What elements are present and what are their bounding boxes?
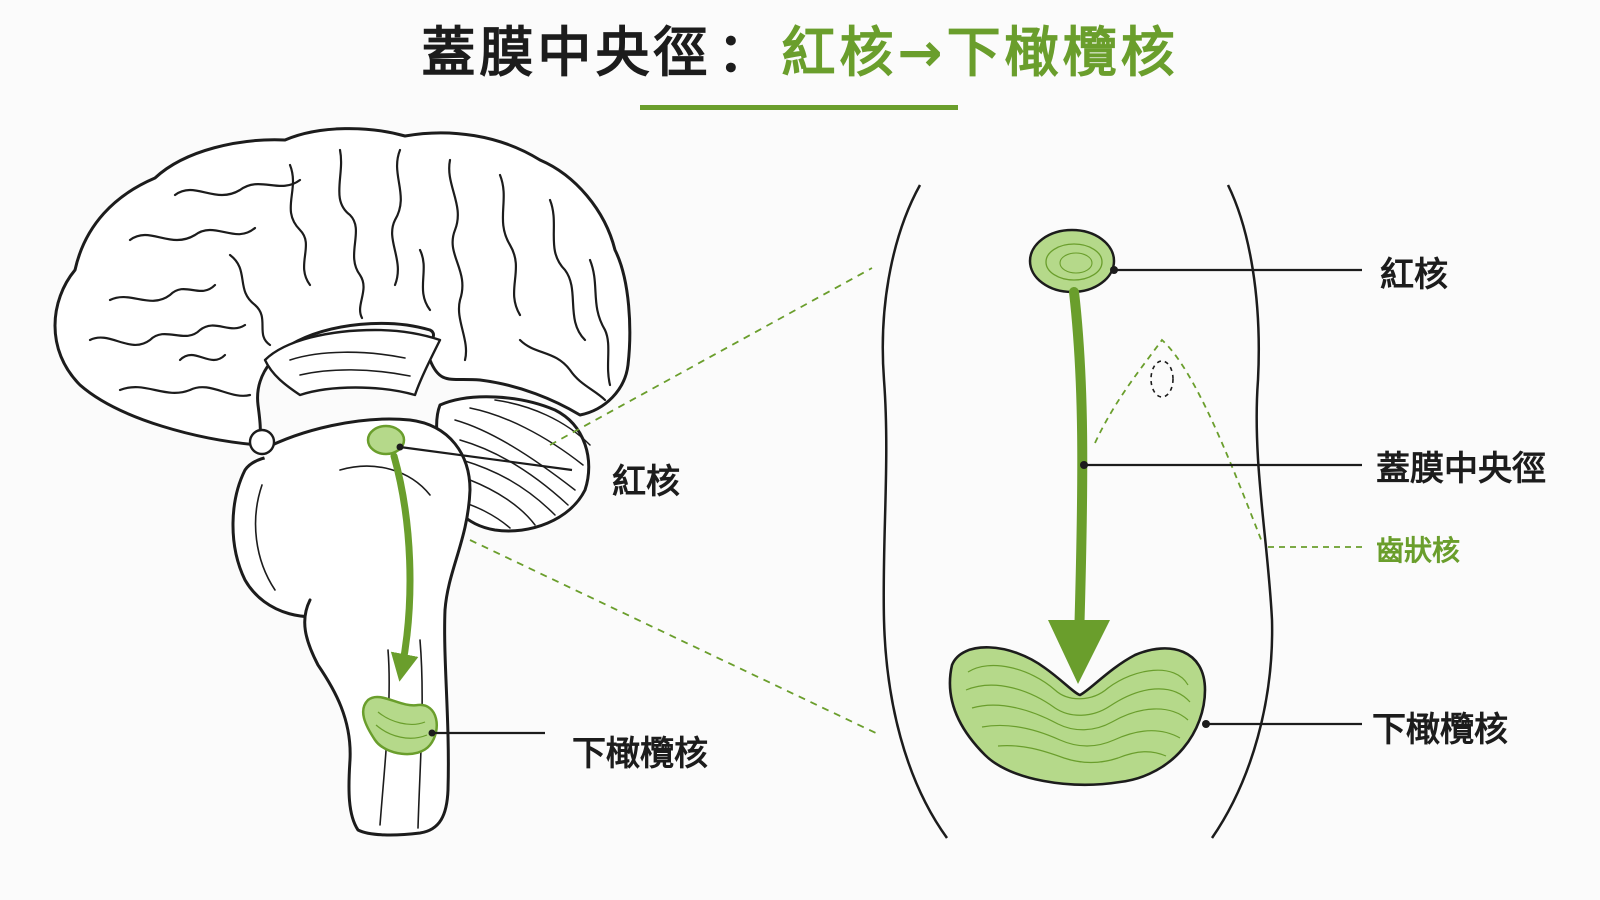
title-main: 蓋膜中央徑 bbox=[421, 21, 712, 84]
diagram-title: 蓋膜中央徑：紅核→下橄欖核 bbox=[0, 18, 1600, 88]
zoom-boundary-right bbox=[1210, 184, 1274, 839]
thalamus-outline bbox=[263, 328, 442, 397]
right-inferior-olive bbox=[948, 646, 1207, 786]
label-right-inferior-olive: 下橄欖核 bbox=[1372, 710, 1508, 750]
zoom-panel bbox=[881, 184, 1274, 839]
dentate-outline bbox=[1094, 338, 1263, 543]
cerebrum-outline bbox=[53, 127, 632, 447]
zoom-connectors bbox=[469, 267, 881, 736]
left-red-nucleus-marker bbox=[366, 424, 406, 456]
brainstem-outline bbox=[260, 417, 472, 837]
left-inferior-olive-marker bbox=[361, 695, 438, 756]
right-tract-arrowhead bbox=[1048, 620, 1110, 684]
label-left-inferior-olive: 下橄欖核 bbox=[572, 734, 708, 774]
left-nuclei bbox=[361, 424, 438, 756]
label-right-tract: 蓋膜中央徑 bbox=[1376, 449, 1546, 489]
label-right-dentate: 齒狀核 bbox=[1376, 534, 1461, 567]
right-tract bbox=[1048, 287, 1110, 684]
label-right-red-nucleus: 紅核 bbox=[1380, 255, 1448, 295]
title-separator: ： bbox=[717, 21, 776, 84]
left-tract-arrow bbox=[390, 452, 419, 682]
label-left-red-nucleus: 紅核 bbox=[612, 462, 680, 502]
brain-illustration bbox=[53, 127, 632, 837]
title-underline bbox=[640, 105, 958, 110]
right-red-nucleus bbox=[1028, 228, 1116, 294]
zoom-boundary-left bbox=[881, 184, 949, 839]
dentate-small-oval bbox=[1150, 360, 1174, 398]
title-accent: 紅核→下橄欖核 bbox=[781, 21, 1179, 84]
